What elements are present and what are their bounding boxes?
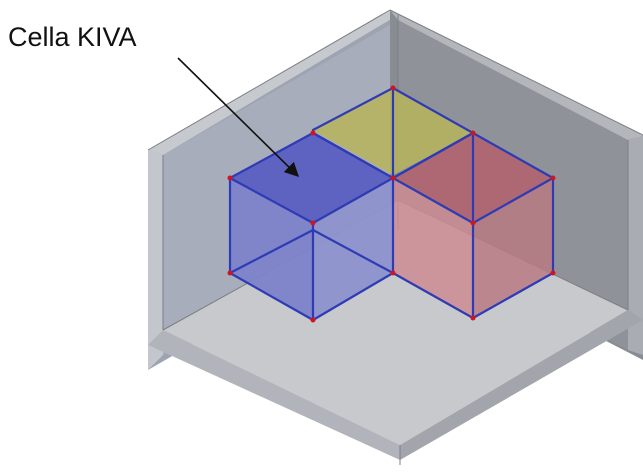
vertex-marker [390, 270, 396, 276]
vertex-markers [227, 85, 556, 323]
label-arrow [177, 57, 300, 178]
vertex-marker [470, 315, 476, 321]
vertex-marker [310, 220, 316, 226]
vertex-marker [390, 175, 396, 181]
vertex-marker [227, 270, 233, 276]
vertex-marker [310, 317, 316, 323]
vertex-marker [550, 175, 556, 181]
vertex-marker [227, 175, 233, 181]
vertex-marker [390, 85, 396, 91]
vertex-marker [470, 130, 476, 136]
cell-label: Cella KIVA [8, 22, 137, 52]
vertex-marker [310, 130, 316, 136]
vertex-marker [470, 220, 476, 226]
cell-outlines [228, 86, 555, 321]
vertex-marker [550, 270, 556, 276]
